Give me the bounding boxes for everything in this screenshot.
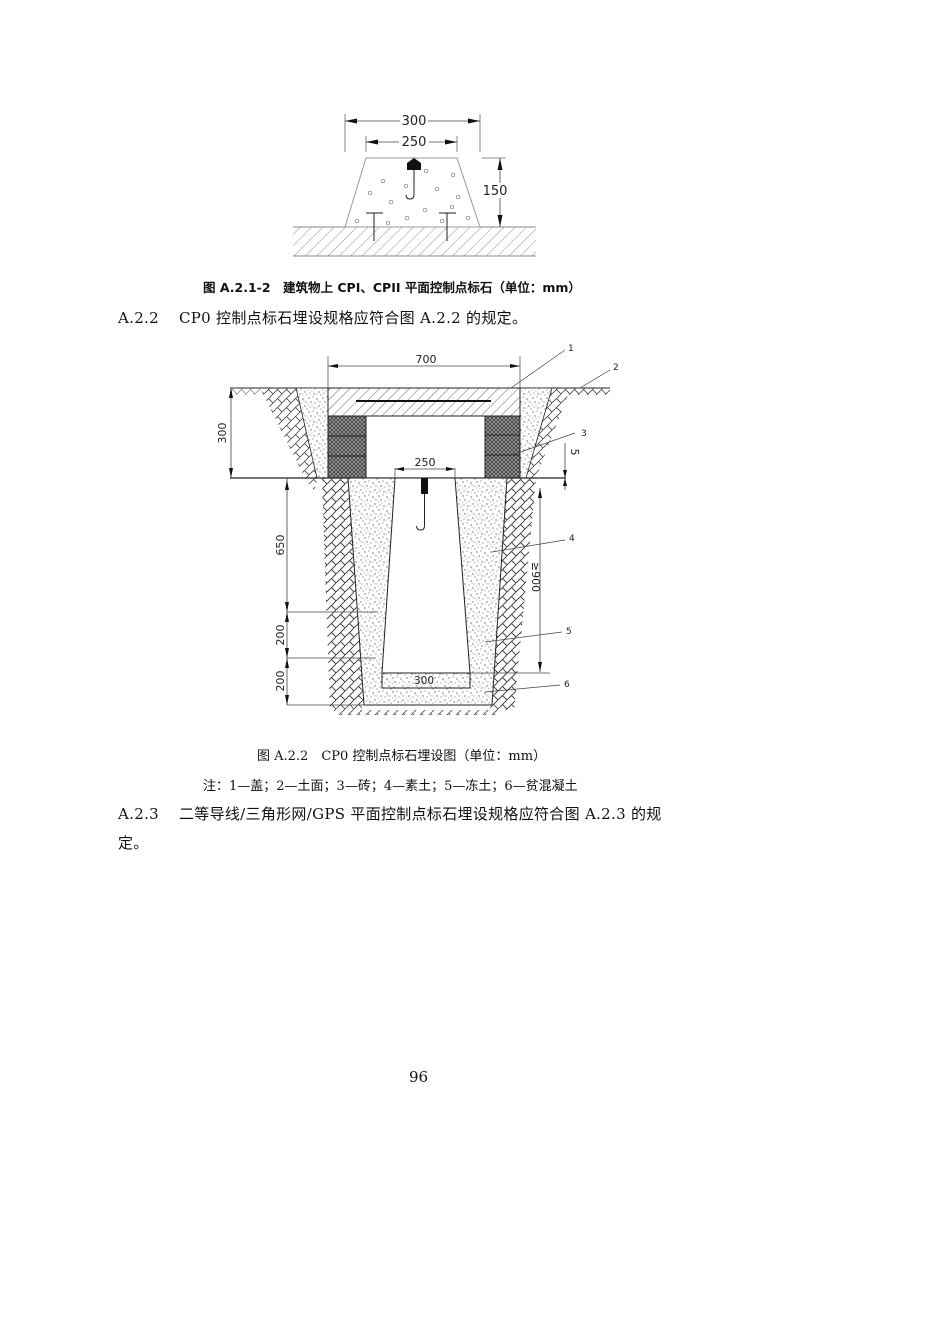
dim-250-cp0: 250 [415, 456, 436, 469]
dim-200-lower: 200 [274, 671, 287, 692]
dim-300: 300 [402, 114, 427, 129]
clause-text: CP0 控制点标石埋设规格应符合图 A.2.2 的规定。 [178, 309, 528, 327]
dim-250: 250 [402, 135, 427, 150]
figure-a2-2: 700 250 300 5 650 200 200 [210, 340, 630, 720]
dim-min-900: ≥900 [529, 562, 542, 592]
label-3-brick: 3 [581, 429, 587, 439]
clause-a2-2: A.2.2 CP0 控制点标石埋设规格应符合图 A.2.2 的规定。 [118, 307, 527, 328]
label-4-plain-soil: 4 [569, 534, 575, 544]
dim-650: 650 [274, 535, 287, 556]
label-2-ground: 2 [613, 363, 619, 373]
label-1-cover: 1 [568, 344, 574, 354]
page-number: 96 [409, 1068, 429, 1086]
cp0-benchmark-drawing: 700 250 300 5 650 200 200 [216, 344, 619, 715]
figure-caption-a2-2: 图 A.2.2 CP0 控制点标石埋设图（单位：mm） [257, 749, 547, 764]
clause-a2-3: A.2.3 二等导线/三角形网/GPS 平面控制点标石埋设规格应符合图 A.2.3… [118, 803, 662, 824]
figure-caption-a2-1-2: 图 A.2.1-2 建筑物上 CPI、CPII 平面控制点标石（单位：mm） [203, 280, 581, 295]
clause-number: A.2.3 [118, 805, 159, 823]
dim-150: 150 [483, 184, 508, 199]
label-6-lean-concrete: 6 [564, 680, 570, 690]
clause-number: A.2.2 [118, 309, 159, 327]
dim-700: 700 [416, 353, 437, 366]
label-5-frozen-soil: 5 [566, 627, 572, 637]
dim-300-base: 300 [414, 675, 434, 687]
dim-200-upper: 200 [274, 625, 287, 646]
figure-a2-1-2: 300 250 150 [280, 100, 550, 270]
clause-text-line1: 二等导线/三角形网/GPS 平面控制点标石埋设规格应符合图 A.2.3 的规 [178, 805, 662, 823]
dim-5: 5 [568, 449, 581, 456]
figure-note-a2-2: 注：1—盖；2—土面；3—砖；4—素土；5—冻土；6—贫混凝土 [203, 779, 578, 794]
clause-a2-3-continued: 定。 [118, 834, 149, 852]
benchmark-drawing-building: 300 250 150 [293, 113, 536, 257]
dim-300-depth: 300 [216, 423, 229, 444]
